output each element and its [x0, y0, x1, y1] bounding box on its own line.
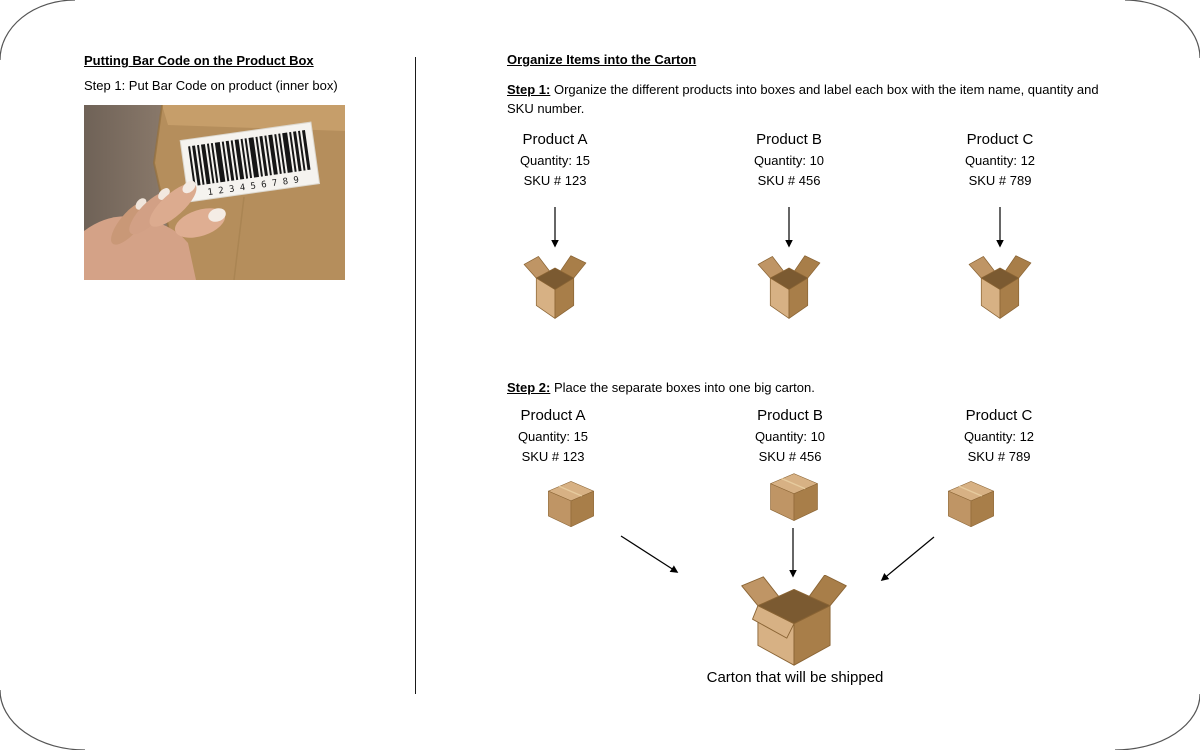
- arrow-box-c-to-carton: [880, 536, 935, 581]
- product-card-c-step1: Product C Quantity: 12 SKU # 789: [935, 131, 1065, 191]
- shipping-carton-icon: [741, 575, 847, 666]
- product-card-a-step1: Product A Quantity: 15 SKU # 123: [490, 131, 620, 191]
- product-c-quantity-step2: Quantity: 12: [963, 429, 1035, 444]
- product-card-b-step1: Product B Quantity: 10 SKU # 456: [724, 131, 854, 191]
- product-a-quantity-step2: Quantity: 15: [517, 429, 589, 444]
- corner-arc-top-left: [0, 0, 76, 61]
- step1-label: Step 1:: [507, 82, 551, 97]
- step2-paragraph: Step 2: Place the separate boxes into on…: [507, 378, 1117, 397]
- product-a-sku: SKU # 123: [523, 173, 587, 188]
- carton-caption: Carton that will be shipped: [706, 669, 884, 686]
- left-section-title: Putting Bar Code on the Product Box: [84, 53, 314, 68]
- product-b-sku: SKU # 456: [757, 173, 821, 188]
- closed-box-icon-a: [548, 481, 594, 528]
- hand-illustration: [84, 180, 226, 280]
- product-b-sku-step2: SKU # 456: [758, 449, 822, 464]
- product-b-name: Product B: [756, 131, 822, 148]
- barcode-label: 1 2 3 4 5 6 7 8 9: [179, 121, 321, 203]
- product-a-name-step2: Product A: [520, 407, 586, 424]
- product-a-sku-step2: SKU # 123: [521, 449, 585, 464]
- corner-arc-bottom-right: [1114, 693, 1200, 750]
- step2-label: Step 2:: [507, 380, 551, 395]
- product-b-quantity-step2: Quantity: 10: [754, 429, 826, 444]
- open-box-icon-b: [757, 255, 821, 319]
- product-card-c-step2: Product C Quantity: 12 SKU # 789: [934, 407, 1064, 467]
- product-card-a-step2: Product A Quantity: 15 SKU # 123: [488, 407, 618, 467]
- arrow-box-a-to-carton: [620, 535, 679, 573]
- product-a-quantity: Quantity: 15: [519, 153, 591, 168]
- right-section-title: Organize Items into the Carton: [507, 52, 697, 67]
- product-b-quantity: Quantity: 10: [753, 153, 825, 168]
- closed-box-icon-c: [948, 481, 994, 528]
- open-box-icon-a: [523, 255, 587, 319]
- barcode-photo: 1 2 3 4 5 6 7 8 9: [84, 104, 345, 281]
- product-c-sku-step2: SKU # 789: [967, 449, 1031, 464]
- product-c-quantity: Quantity: 12: [964, 153, 1036, 168]
- product-c-name-step2: Product C: [965, 407, 1033, 424]
- barcode-bars: [188, 130, 311, 187]
- corner-arc-bottom-left: [0, 689, 86, 750]
- product-b-name-step2: Product B: [757, 407, 823, 424]
- step2-text: Place the separate boxes into one big ca…: [553, 380, 815, 395]
- step1-paragraph: Step 1: Organize the different products …: [507, 80, 1117, 118]
- product-c-name: Product C: [966, 131, 1034, 148]
- column-divider: [415, 57, 416, 694]
- product-a-name: Product A: [522, 131, 588, 148]
- left-step1-instruction: Step 1: Put Bar Code on product (inner b…: [84, 78, 338, 93]
- product-card-b-step2: Product B Quantity: 10 SKU # 456: [725, 407, 855, 467]
- open-box-icon-c: [968, 255, 1032, 319]
- step1-text: Organize the different products into box…: [507, 82, 1099, 116]
- corner-arc-top-right: [1124, 0, 1200, 59]
- closed-box-icon-b: [770, 473, 818, 521]
- barcode-photo-illustration: 1 2 3 4 5 6 7 8 9: [84, 104, 345, 281]
- product-c-sku: SKU # 789: [968, 173, 1032, 188]
